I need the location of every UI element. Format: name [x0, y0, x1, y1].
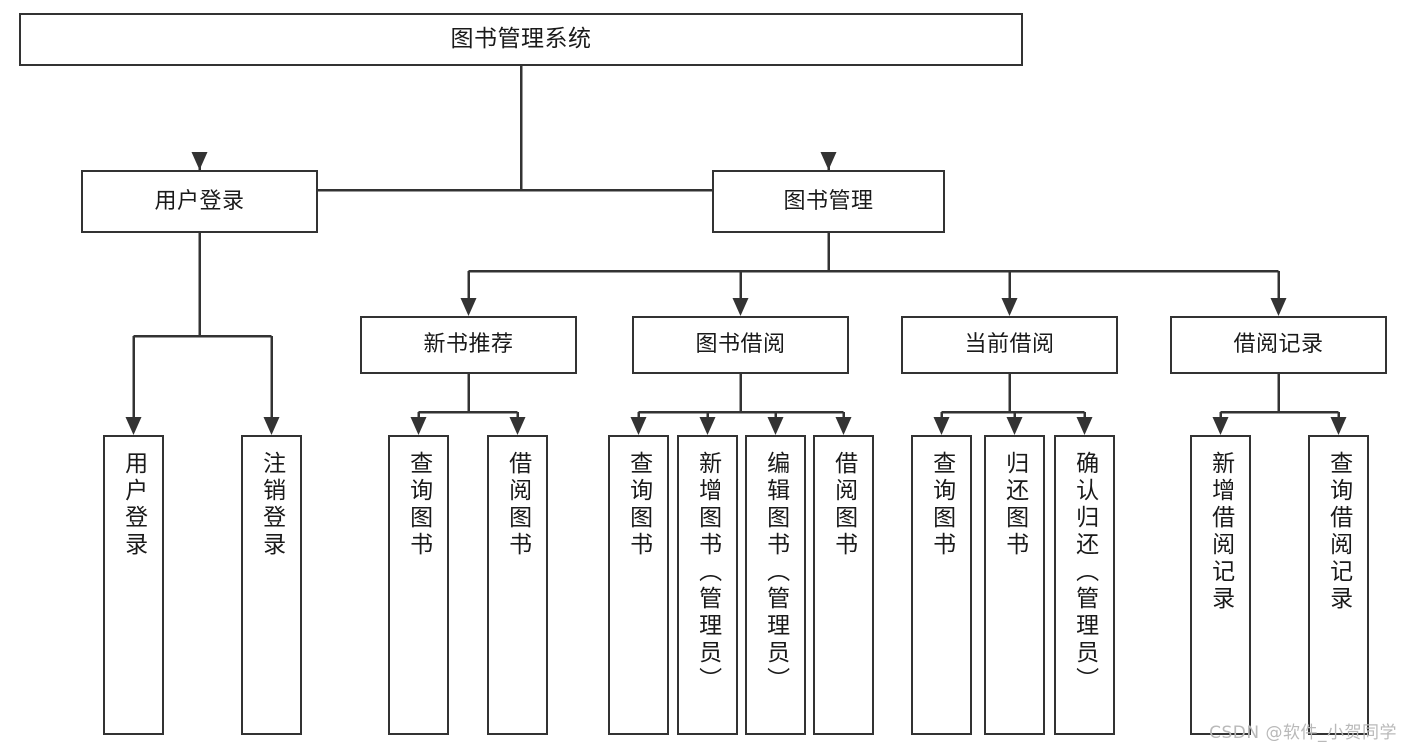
node-book-manage-label: 图书管理 [783, 188, 874, 214]
node-leaf-confirm-return[interactable]: 确认归还（管理员） [1054, 435, 1115, 735]
node-leaf-borrow-book-2[interactable]: 借阅图书 [813, 435, 874, 735]
node-leaf-query-record-label: 查询借阅记录 [1325, 451, 1352, 613]
watermark: CSDN @软件_小贺同学 [1209, 723, 1397, 743]
node-leaf-user-login[interactable]: 用户登录 [103, 435, 164, 735]
node-root-label: 图书管理系统 [450, 25, 592, 52]
node-new-book-rec[interactable]: 新书推荐 [360, 316, 577, 374]
node-current-borrow[interactable]: 当前借阅 [901, 316, 1118, 374]
node-leaf-query-book-3-label: 查询图书 [928, 451, 955, 559]
node-leaf-query-book-2[interactable]: 查询图书 [608, 435, 669, 735]
node-leaf-user-login-label: 用户登录 [120, 451, 147, 559]
node-user-login-label: 用户登录 [154, 188, 245, 214]
node-leaf-return-book[interactable]: 归还图书 [984, 435, 1045, 735]
node-leaf-add-book-label: 新增图书（管理员） [694, 451, 721, 694]
node-leaf-borrow-book-1-label: 借阅图书 [504, 451, 531, 559]
node-book-manage[interactable]: 图书管理 [712, 170, 945, 233]
node-leaf-query-book-1[interactable]: 查询图书 [388, 435, 449, 735]
node-current-borrow-label: 当前借阅 [964, 332, 1055, 358]
node-leaf-borrow-book-2-label: 借阅图书 [830, 451, 857, 559]
node-leaf-user-logout[interactable]: 注销登录 [241, 435, 302, 735]
node-leaf-query-book-1-label: 查询图书 [405, 451, 432, 559]
node-leaf-query-record[interactable]: 查询借阅记录 [1308, 435, 1369, 735]
node-book-borrow[interactable]: 图书借阅 [632, 316, 849, 374]
node-leaf-return-book-label: 归还图书 [1001, 451, 1028, 559]
node-leaf-user-logout-label: 注销登录 [258, 451, 285, 559]
node-borrow-record[interactable]: 借阅记录 [1170, 316, 1387, 374]
node-leaf-add-record[interactable]: 新增借阅记录 [1190, 435, 1251, 735]
node-leaf-query-book-2-label: 查询图书 [625, 451, 652, 559]
node-borrow-record-label: 借阅记录 [1233, 332, 1324, 358]
node-book-borrow-label: 图书借阅 [695, 332, 786, 358]
node-leaf-edit-book[interactable]: 编辑图书（管理员） [745, 435, 806, 735]
node-leaf-borrow-book-1[interactable]: 借阅图书 [487, 435, 548, 735]
node-leaf-add-record-label: 新增借阅记录 [1207, 451, 1234, 613]
node-leaf-query-book-3[interactable]: 查询图书 [911, 435, 972, 735]
node-leaf-confirm-return-label: 确认归还（管理员） [1071, 451, 1098, 694]
node-leaf-edit-book-label: 编辑图书（管理员） [762, 451, 789, 694]
node-root[interactable]: 图书管理系统 [19, 13, 1023, 66]
node-leaf-add-book[interactable]: 新增图书（管理员） [677, 435, 738, 735]
node-user-login[interactable]: 用户登录 [81, 170, 318, 233]
node-new-book-rec-label: 新书推荐 [423, 332, 514, 358]
